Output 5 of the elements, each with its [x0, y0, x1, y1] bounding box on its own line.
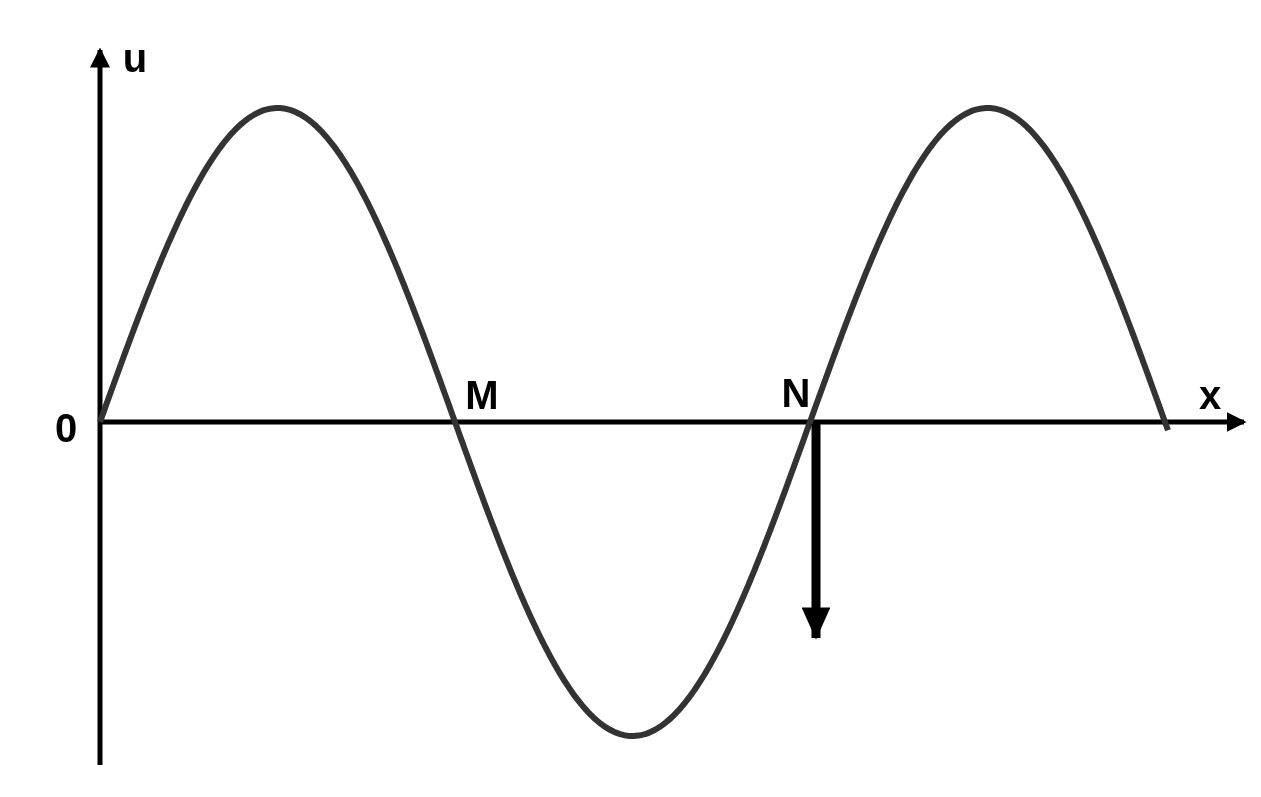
axis-label: u	[122, 38, 148, 78]
origin-label: 0	[54, 408, 78, 448]
axis-label: x	[1198, 375, 1222, 415]
point-label: M	[465, 375, 499, 415]
point-label: N	[781, 373, 811, 413]
